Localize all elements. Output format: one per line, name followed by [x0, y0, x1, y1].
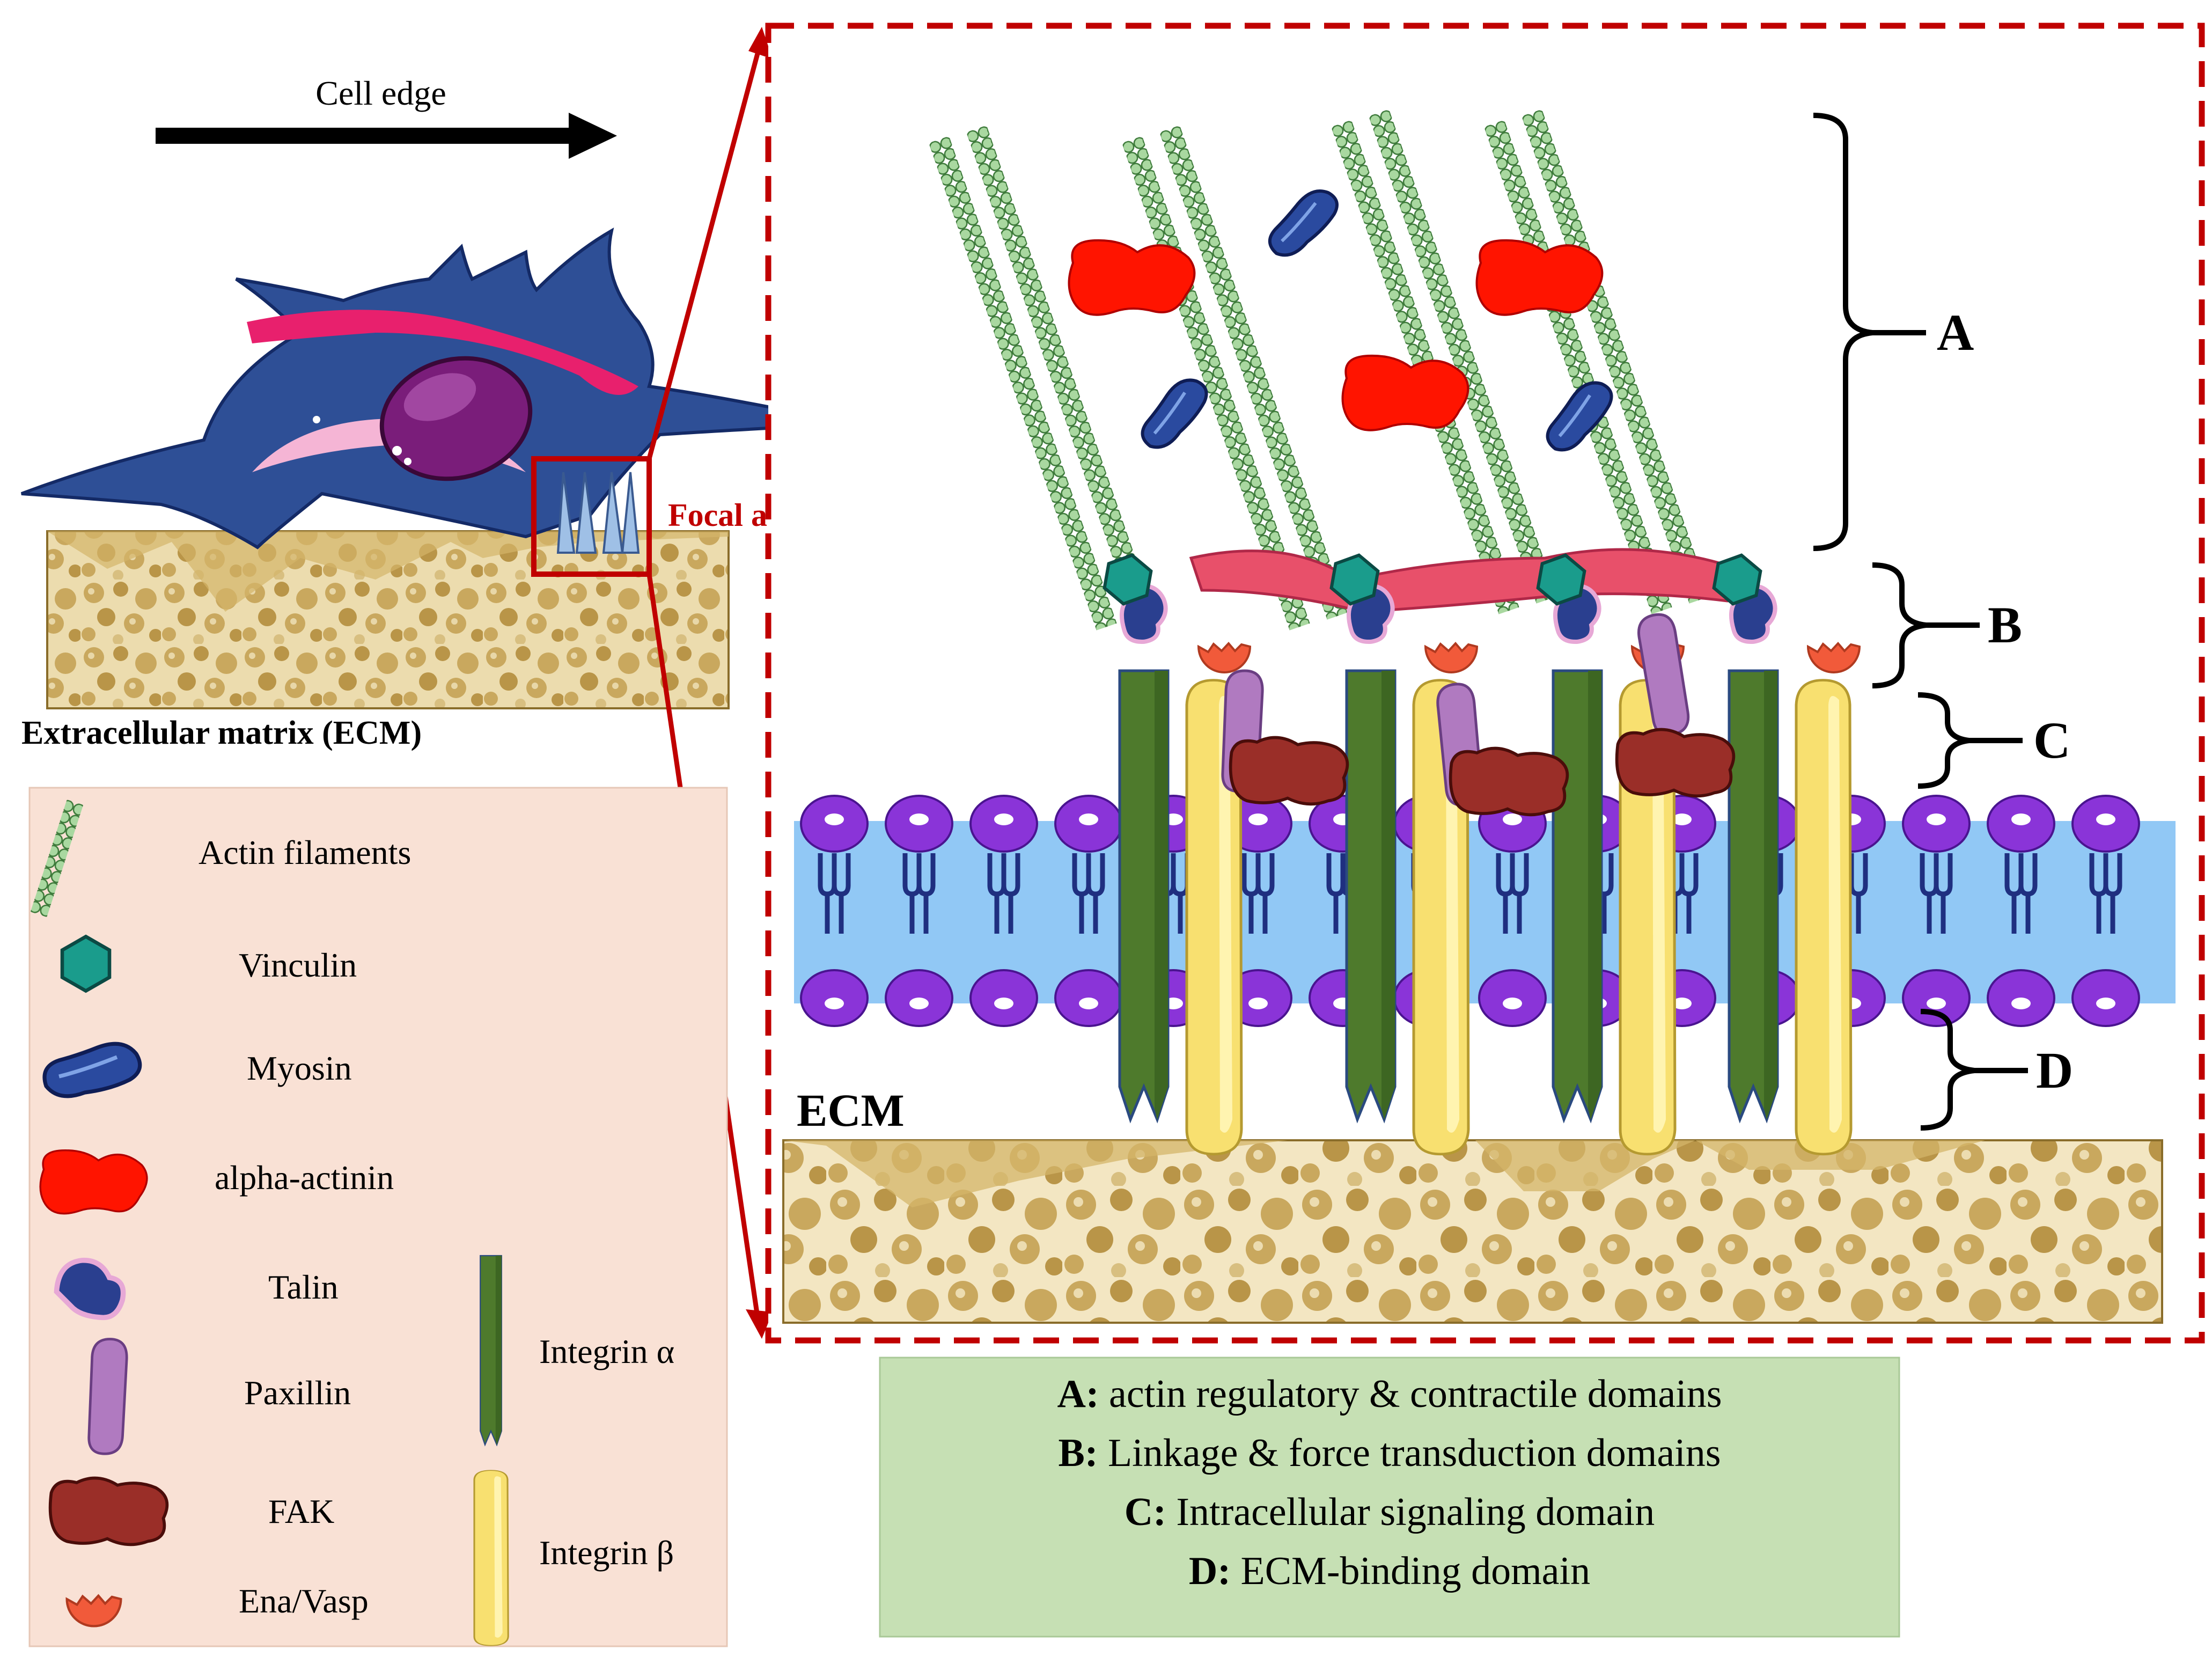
zoom-line-top: [646, 36, 765, 460]
alpha-actinin-shape: [1341, 354, 1469, 431]
lipid-head-upper: [885, 795, 953, 853]
domain-key-box: A: actin regulatory & contractile domain…: [879, 1357, 1900, 1638]
cell-edge-label: Cell edge: [315, 74, 446, 112]
cell-overview-panel: Cell edge Focal adhes: [20, 27, 885, 1339]
domain-d-label: D: [2036, 1042, 2073, 1099]
lipid-head-lower: [1987, 969, 2055, 1027]
vinculin-icon: [62, 936, 109, 991]
lipid-head-upper: [1054, 795, 1123, 853]
fak-shape: [1617, 730, 1734, 796]
zoom-panel: ECM A B C D: [765, 23, 2205, 1344]
alpha-actinin-shape: [1475, 239, 1604, 316]
ecm-caption: Extracellular matrix (ECM): [21, 715, 422, 751]
legend-label-actin: Actin filaments: [199, 833, 411, 871]
integrin-alpha-shape: [1553, 671, 1601, 1119]
lipid-head-upper: [800, 795, 869, 853]
lipid-head-lower: [1054, 969, 1123, 1027]
key-row-d: D: ECM-binding domain: [1189, 1549, 1590, 1593]
lipid-head-upper: [1902, 795, 1971, 853]
lipid-head-lower: [969, 969, 1038, 1027]
domain-brackets: [1813, 113, 2028, 1131]
integrin-alpha-shape: [1729, 671, 1777, 1119]
domain-c-label: C: [2033, 712, 2070, 769]
legend-label-myosin: Myosin: [247, 1049, 352, 1087]
lipid-head-lower: [1902, 969, 1971, 1027]
ecm-block-large: [782, 1139, 2163, 1324]
cell-body: [20, 228, 854, 549]
fak-shape: [1451, 749, 1568, 815]
legend-panel: Actin filaments Vinculin Myosin alpha-ac…: [28, 787, 728, 1647]
integrin-beta-shape: [1796, 680, 1851, 1154]
legend-label-paxillin: Paxillin: [244, 1374, 351, 1412]
plasma-membrane: [794, 795, 2176, 1027]
integrin-beta-icon: [473, 1469, 509, 1647]
lipid-head-lower: [2071, 969, 2140, 1027]
focal-adhesion-highlight-box: [531, 456, 652, 577]
fak-shape: [1231, 738, 1348, 804]
legend-label-integrin-alpha: Integrin α: [539, 1332, 674, 1370]
ecm-block-small: [46, 530, 730, 709]
lipid-head-upper: [969, 795, 1038, 853]
legend-label-alpha-actinin: alpha-actinin: [215, 1159, 394, 1197]
alpha-actinin-icon: [39, 1149, 148, 1215]
domain-b-label: B: [1988, 596, 2022, 654]
alpha-actinin-shape: [1068, 239, 1196, 316]
lipid-head-lower: [885, 969, 953, 1027]
integrin-alpha-icon: [480, 1255, 502, 1446]
legend-label-integrin-beta: Integrin β: [539, 1534, 674, 1572]
lipid-head-lower: [1478, 969, 1547, 1027]
integrin-alpha-shape: [1347, 671, 1395, 1119]
cell-edge-arrow: [156, 113, 617, 159]
key-row-c: C: Intracellular signaling domain: [1125, 1490, 1655, 1534]
fak-icon: [50, 1478, 167, 1545]
paxillin-icon: [89, 1339, 127, 1454]
integrin-alpha-shape: [1120, 671, 1168, 1119]
domain-a-label: A: [1937, 304, 1974, 361]
lipid-head-upper: [1987, 795, 2055, 853]
legend-label-fak: FAK: [268, 1492, 334, 1530]
legend-label-talin: Talin: [268, 1268, 339, 1306]
lipid-head-upper: [2071, 795, 2140, 853]
legend-label-ena-vasp: Ena/Vasp: [239, 1582, 369, 1620]
actin-filament-icon: [30, 800, 84, 918]
key-row-b: B: Linkage & force transduction domains: [1058, 1431, 1721, 1475]
key-row-a: A: actin regulatory & contractile domain…: [1057, 1372, 1722, 1416]
adhesion-complex: [929, 109, 1861, 1154]
ecm-zoom-label: ECM: [797, 1084, 905, 1136]
lipid-head-lower: [800, 969, 869, 1027]
focal-adhesion-spikes: [556, 472, 640, 554]
legend-label-vinculin: Vinculin: [239, 946, 357, 984]
